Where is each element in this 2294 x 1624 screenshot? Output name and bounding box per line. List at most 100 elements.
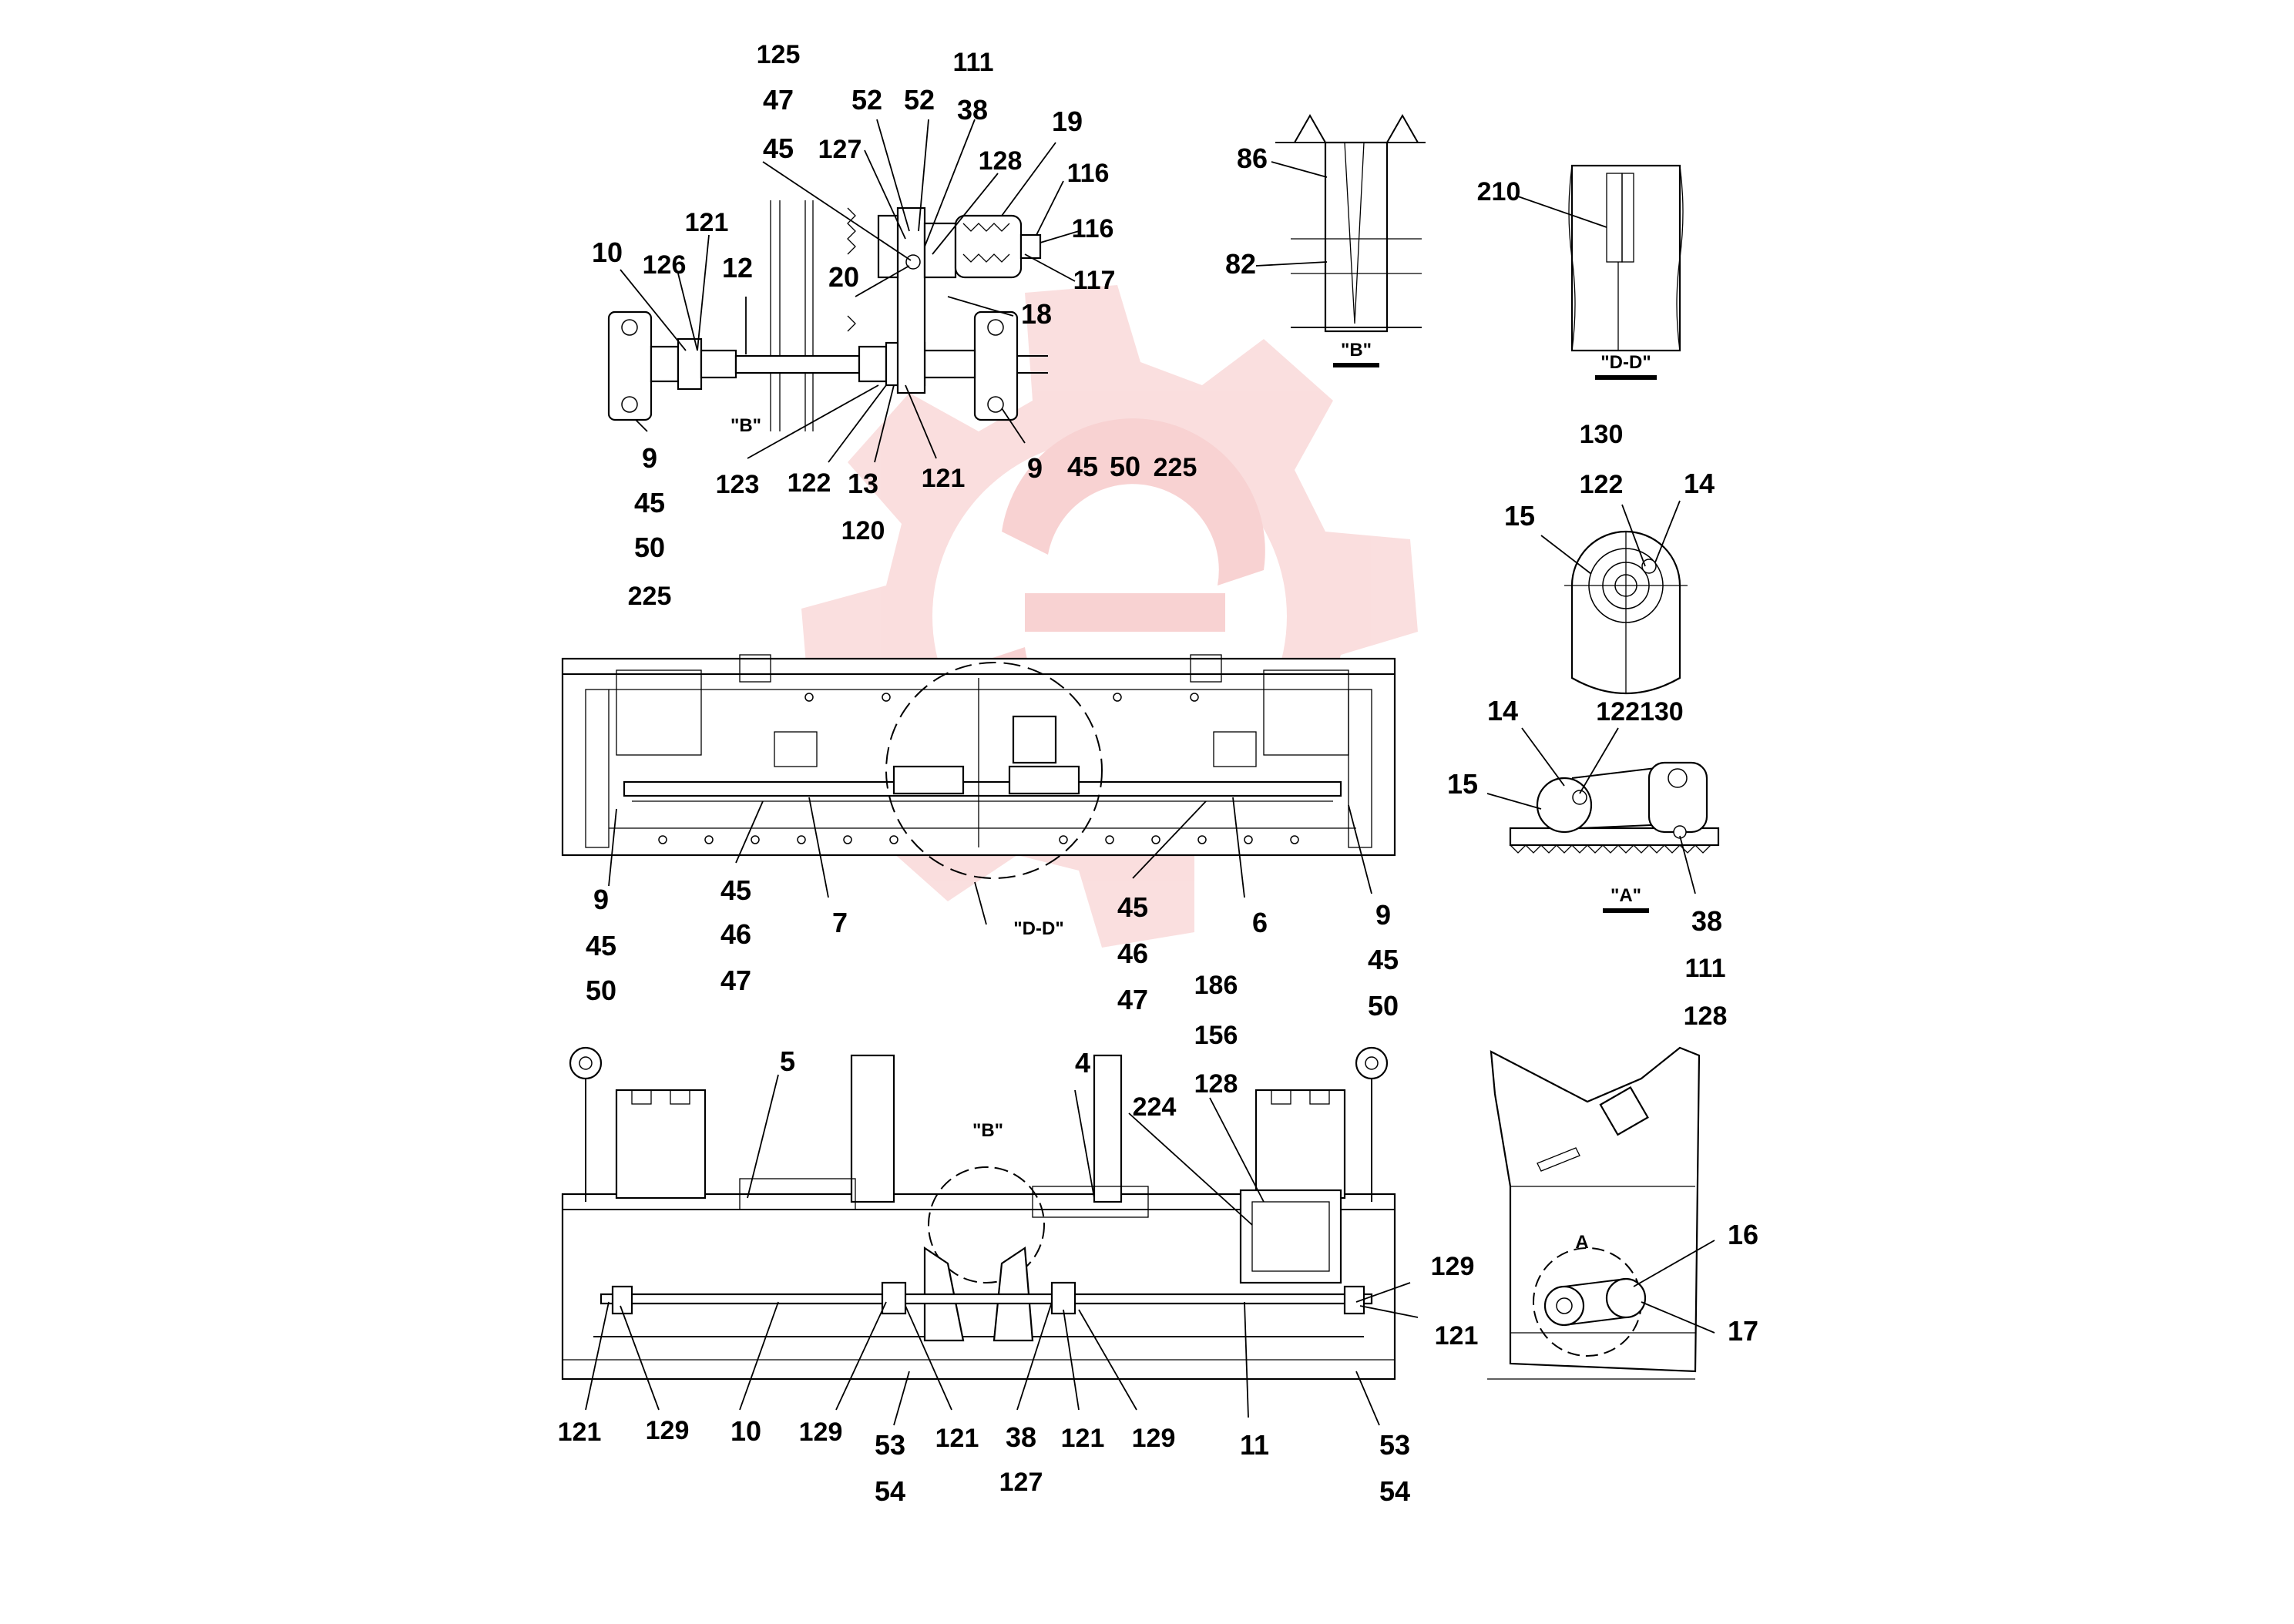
view-b-title: "B" [1341, 340, 1372, 361]
callout-middle-9: 47 [1117, 984, 1148, 1015]
view-a-title: "A" [1611, 885, 1641, 906]
callout-middle-16: 128 [1194, 1069, 1238, 1099]
callout-top-9: 19 [1052, 106, 1083, 137]
callout-top-24: 122 [788, 468, 831, 498]
view-dd-detail [1517, 164, 1684, 380]
callout-bottom-7: 129 [799, 1418, 843, 1447]
callout-middle-2: 50 [586, 975, 616, 1006]
callout-top-19: 9 [642, 442, 657, 474]
callout-top-0: 125 [757, 40, 801, 69]
callout-middle-8: 46 [1117, 938, 1148, 969]
callout-bottom-17: 54 [1379, 1475, 1410, 1507]
callout-top-29: 45 [1067, 451, 1098, 482]
callout-top-23: 123 [716, 470, 760, 499]
callout-bottom-10: 121 [935, 1424, 979, 1453]
callout-top-13: 18 [1021, 298, 1052, 330]
callout-top-10: 116 [1067, 159, 1110, 188]
callout-bottom-15: 11 [1240, 1429, 1269, 1461]
drive-shaft-assembly-view [607, 200, 1048, 431]
bottom-frame-view [561, 1046, 1419, 1426]
callout-middle-15: 156 [1194, 1021, 1238, 1050]
callout-middle-0: 9 [593, 884, 609, 915]
callout-top-5: 52 [904, 84, 935, 116]
callout-middle-10: 6 [1252, 907, 1268, 938]
callout-bottom-18: 121 [558, 1418, 602, 1447]
callout-middle-11: 9 [1375, 899, 1391, 931]
callout-side-0: 16 [1728, 1219, 1758, 1250]
callout-bottom-5: 129 [646, 1416, 690, 1445]
callout-top-3: 111 [953, 48, 994, 77]
callout-bottom-6: 10 [731, 1415, 761, 1447]
callout-detail_a-5: 128 [1684, 1002, 1728, 1031]
middle-frame-view [561, 654, 1396, 925]
view-labels: "B" "B" "D-D" "D-D" "A" "B" A [731, 340, 1651, 1253]
callout-top-25: 13 [848, 468, 878, 499]
callout-top-17: 12 [722, 252, 753, 284]
view-a-label-side: A [1575, 1232, 1588, 1253]
view-b-detail [1255, 113, 1426, 367]
callout-top-27: 121 [922, 464, 966, 493]
callout-top-26: 120 [841, 516, 885, 545]
drive-shaft-callouts [620, 119, 1080, 463]
callout-top-4: 52 [851, 84, 882, 116]
view-dd-title: "D-D" [1600, 352, 1651, 373]
callout-detail_a-2: 15 [1447, 768, 1478, 800]
callout-middle-5: 47 [720, 965, 751, 996]
callout-middle-13: 50 [1368, 990, 1399, 1022]
middle-frame-holes [658, 693, 1299, 844]
view-b-label-top: "B" [731, 415, 761, 436]
callout-bottom-14: 129 [1132, 1424, 1176, 1453]
callout-detail_a-0: 14 [1487, 695, 1518, 726]
callout-bottom-13: 121 [1061, 1424, 1105, 1453]
callout-top-12: 117 [1073, 266, 1116, 295]
callout-top-14: 20 [828, 261, 859, 293]
callout-view_b-0: 86 [1237, 143, 1268, 174]
callout-top-2: 45 [763, 133, 794, 164]
callout-middle-14: 186 [1194, 971, 1238, 1000]
callout-detail_a-4: 111 [1685, 954, 1726, 983]
callout-view_dd-0: 210 [1477, 177, 1521, 206]
callout-middle-6: 7 [832, 907, 848, 938]
callout-top-8: 128 [979, 146, 1023, 176]
callout-top-22: 225 [628, 582, 672, 611]
callout-bottom-11: 38 [1006, 1421, 1036, 1453]
callout-top-7: 127 [818, 135, 862, 164]
callout-top-1: 47 [763, 84, 794, 116]
callout-bottom-12: 127 [999, 1468, 1043, 1497]
callout-detail_round-2: 14 [1684, 468, 1715, 499]
callout-middle-4: 46 [720, 918, 751, 950]
callout-top-18: 10 [592, 237, 623, 268]
callout-bottom-1: 4 [1075, 1047, 1090, 1079]
callout-side-1: 17 [1728, 1315, 1758, 1347]
callout-view_b-1: 82 [1225, 248, 1256, 280]
callout-bottom-0: 5 [780, 1045, 795, 1077]
callout-bottom-2: 224 [1133, 1092, 1177, 1122]
callout-detail_a-3: 38 [1691, 905, 1722, 937]
view-dd-label-middle: "D-D" [1013, 918, 1063, 939]
sprocket-left [569, 1046, 603, 1202]
callout-detail_round-0: 130 [1580, 420, 1624, 449]
callout-top-28: 9 [1027, 452, 1043, 484]
callout-detail_round-1: 122 [1580, 470, 1624, 499]
callout-top-20: 45 [634, 487, 665, 518]
callout-top-30: 50 [1110, 451, 1140, 482]
callout-bottom-4: 121 [1435, 1321, 1479, 1351]
callout-top-31: 225 [1154, 453, 1197, 482]
side-section-view [1487, 1046, 1715, 1380]
callout-bottom-3: 129 [1431, 1252, 1475, 1281]
sprocket-right [1355, 1046, 1389, 1202]
callout-top-6: 38 [957, 94, 988, 126]
callout-bottom-16: 53 [1379, 1429, 1410, 1461]
callout-top-15: 121 [685, 208, 729, 237]
callout-detail_round-3: 15 [1504, 500, 1535, 532]
callout-middle-3: 45 [720, 874, 751, 906]
callout-bottom-9: 54 [875, 1475, 905, 1507]
callout-middle-12: 45 [1368, 944, 1399, 975]
view-a-detail [1486, 727, 1720, 913]
callout-detail_a-1: 122130 [1596, 697, 1683, 726]
callout-bottom-8: 53 [875, 1429, 905, 1461]
round-flange-detail [1540, 500, 1688, 694]
